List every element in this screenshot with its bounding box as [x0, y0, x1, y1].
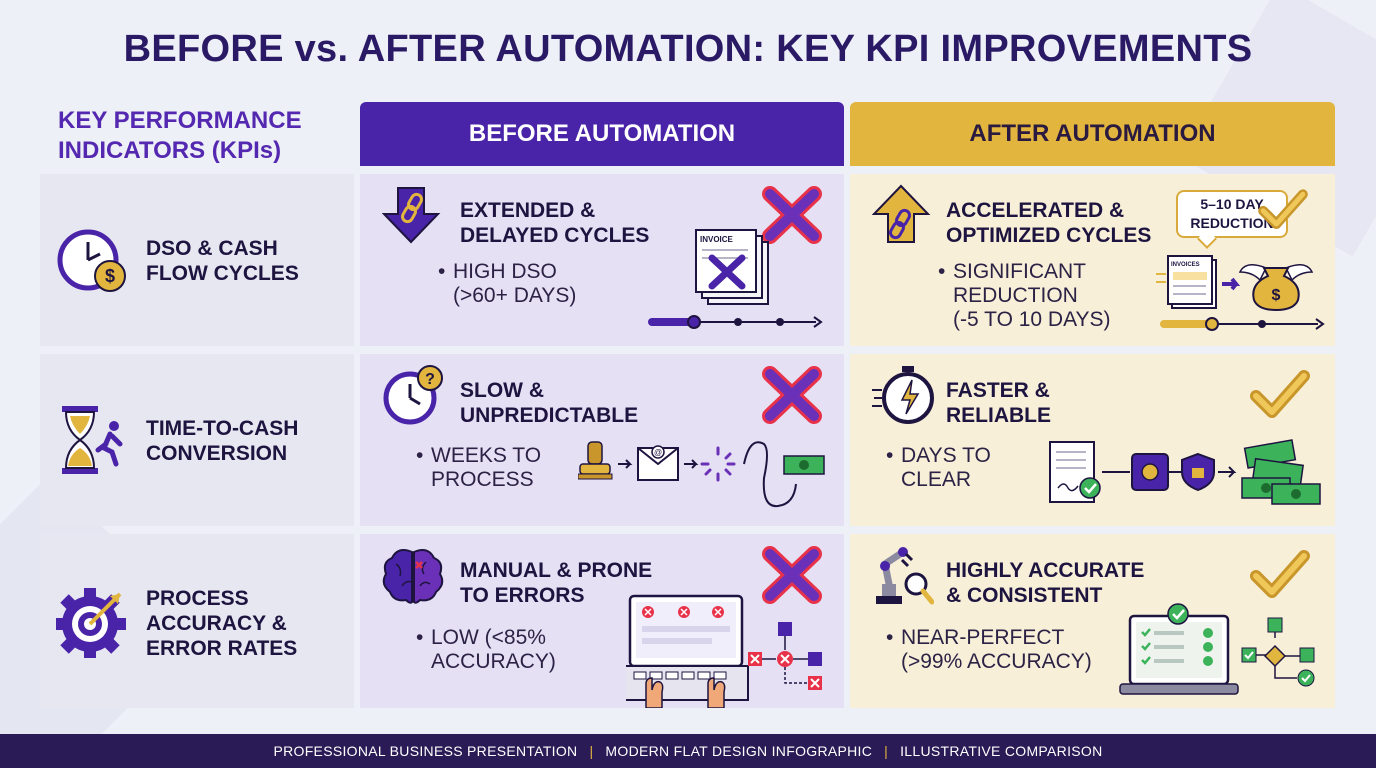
- svg-text:INVOICES: INVOICES: [1171, 262, 1200, 268]
- kpi-column-header: KEY PERFORMANCE INDICATORS (KPIs): [58, 107, 302, 164]
- slow-process-flow-icon: @: [578, 441, 825, 508]
- x-mark-icon: [762, 546, 822, 604]
- before-column-header: BEFORE AUTOMATION: [360, 102, 844, 166]
- cell-title: ACCELERATED & OPTIMIZED CYCLES: [946, 199, 1152, 247]
- stopwatch-bolt-icon: [872, 366, 934, 424]
- after-cell-dso: ACCELERATED & OPTIMIZED CYCLES 5–10 DAY …: [850, 174, 1335, 346]
- kpi-cell-time-to-cash: TIME-TO-CASH CONVERSION: [40, 354, 354, 526]
- kpi-cell-accuracy: PROCESS ACCURACY & ERROR RATES: [40, 534, 354, 708]
- after-cell-time-to-cash: FASTER & RELIABLE • DAYS TO CLEAR: [850, 354, 1335, 526]
- svg-text:INVOICE: INVOICE: [700, 235, 734, 244]
- footer-item: ILLUSTRATIVE COMPARISON: [900, 743, 1103, 759]
- footer-bar: PROFESSIONAL BUSINESS PRESENTATION | MOD…: [0, 734, 1376, 768]
- x-mark-icon: [762, 366, 822, 424]
- footer-item: MODERN FLAT DESIGN INFOGRAPHIC: [605, 743, 873, 759]
- after-column-header: AFTER AUTOMATION: [850, 102, 1335, 166]
- kpi-label: TIME-TO-CASH CONVERSION: [146, 417, 299, 465]
- down-arrow-chain-icon: [382, 187, 441, 244]
- before-cell-accuracy: MANUAL & PRONE TO ERRORS • LOW (<85% ACC…: [360, 534, 844, 708]
- invoice-stack-icon: INVOICE: [695, 229, 769, 305]
- cell-title: HIGHLY ACCURATE & CONSISTENT: [946, 559, 1145, 607]
- laptop-checklist-icon: [1119, 603, 1315, 695]
- svg-text:?: ?: [425, 371, 435, 388]
- kpi-label: PROCESS ACCURACY & ERROR RATES: [146, 587, 298, 660]
- check-mark-icon: [1258, 189, 1308, 230]
- hourglass-runner-icon: [62, 406, 123, 474]
- svg-text:$: $: [1272, 287, 1281, 304]
- cell-title: EXTENDED & DELAYED CYCLES: [460, 199, 650, 247]
- check-mark-icon: [1250, 370, 1310, 418]
- x-mark-icon: [762, 186, 822, 244]
- brain-error-icon: [382, 549, 444, 604]
- svg-text:@: @: [654, 448, 662, 457]
- check-mark-icon: [1250, 550, 1310, 598]
- fast-process-flow-icon: [1049, 439, 1321, 505]
- cell-title: SLOW & UNPREDICTABLE: [460, 379, 639, 427]
- before-cell-dso: EXTENDED & DELAYED CYCLES • HIGH DSO (>6…: [360, 174, 844, 346]
- clock-dollar-icon: $: [57, 229, 126, 292]
- cell-title: FASTER & RELIABLE: [946, 379, 1051, 427]
- robot-arm-magnifier-icon: [876, 547, 934, 605]
- footer-item: PROFESSIONAL BUSINESS PRESENTATION: [273, 743, 578, 759]
- kpi-label: DSO & CASH FLOW CYCLES: [146, 237, 299, 285]
- up-arrow-chain-icon: [872, 184, 931, 243]
- laptop-errors-icon: [626, 594, 822, 708]
- timeline-bar: [1160, 317, 1325, 331]
- invoice-to-money-icon: INVOICES $: [1156, 255, 1314, 312]
- page-title: BEFORE vs. AFTER AUTOMATION: KEY KPI IMP…: [123, 28, 1253, 70]
- gear-target-icon: [56, 588, 126, 658]
- kpi-cell-dso: $ DSO & CASH FLOW CYCLES: [40, 174, 354, 346]
- before-cell-time-to-cash: ? SLOW & UNPREDICTABLE • WEEKS TO PROCES…: [360, 354, 844, 526]
- after-cell-accuracy: HIGHLY ACCURATE & CONSISTENT • NEAR-PERF…: [850, 534, 1335, 708]
- svg-text:$: $: [105, 266, 115, 286]
- clock-question-icon: ?: [383, 365, 443, 425]
- cell-title: MANUAL & PRONE TO ERRORS: [460, 559, 653, 607]
- timeline-bar: [648, 315, 823, 329]
